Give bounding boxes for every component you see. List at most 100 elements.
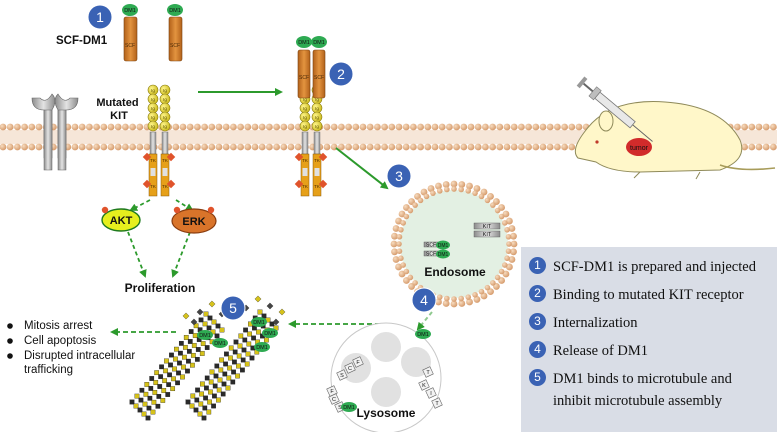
tubulin-subunit <box>148 386 154 391</box>
lipid-head <box>410 143 417 151</box>
tubulin-subunit <box>176 370 181 376</box>
lipid-head <box>392 256 400 263</box>
kit-tag: KIT <box>483 232 492 238</box>
lipid-head <box>770 123 777 131</box>
tubulin-subunit <box>150 409 156 415</box>
lipid-head <box>244 123 252 131</box>
legend-number: 3 <box>529 313 546 330</box>
lipid-head <box>273 123 280 131</box>
free-tubulin <box>190 318 198 326</box>
lipid-head <box>100 143 108 151</box>
tubulin-subunit <box>186 348 192 354</box>
lipid-head <box>400 262 406 268</box>
tubulin-subunit <box>244 361 250 367</box>
lipid-head <box>496 143 504 151</box>
ig-tag: Ig <box>151 88 155 93</box>
tk-tag: TK <box>162 184 168 189</box>
lipid-head <box>330 123 338 131</box>
lipid-head <box>734 123 741 131</box>
lipid-head <box>496 123 504 131</box>
tubulin-subunit <box>182 354 187 360</box>
tubulin-subunit <box>199 391 204 397</box>
tubulin-subunit <box>192 333 198 338</box>
lipid-head <box>395 123 403 131</box>
lipid-head <box>129 143 137 151</box>
lipid-head <box>502 262 508 268</box>
scf-dm1-free: DM1 DM1 SCF SCF <box>122 4 183 62</box>
lipid-head <box>482 123 489 131</box>
ig-tag: Ig <box>151 115 155 120</box>
lipid-head <box>510 143 518 151</box>
lipid-head <box>575 123 583 131</box>
tubulin-subunit <box>228 345 234 351</box>
lipid-head <box>100 123 108 131</box>
scf-tag: SCF <box>314 75 324 81</box>
phospho-site <box>318 152 328 162</box>
lipid-head <box>107 143 115 151</box>
phospho-site <box>166 179 176 189</box>
lipid-head <box>467 143 475 151</box>
tubulin-subunit <box>237 343 243 349</box>
lipid-head <box>345 143 352 151</box>
step-number: 4 <box>420 292 428 308</box>
tk-tag: TK <box>150 158 156 163</box>
lipid-head <box>86 123 93 131</box>
lipid-head <box>93 143 100 151</box>
lipid-head <box>431 123 439 131</box>
lipid-head <box>273 143 280 151</box>
lipid-head <box>237 143 245 151</box>
tubulin-subunit <box>257 309 263 315</box>
lipid-head <box>748 123 756 131</box>
tubulin-subunit <box>141 411 147 417</box>
effect-cell-apoptosis: Cell apoptosis <box>24 335 97 347</box>
dm1-tag: DM1 <box>438 252 449 258</box>
tubulin-subunit <box>137 407 143 413</box>
tubulin-subunit <box>200 341 206 346</box>
tubulin-subunit <box>146 405 152 411</box>
legend-text: Binding to mutated KIT receptor <box>553 287 744 303</box>
tubulin-subunit <box>211 403 216 409</box>
tubulin-subunit <box>169 352 174 358</box>
lipid-head <box>323 123 331 131</box>
step-number: 3 <box>395 168 403 184</box>
lipid-head <box>762 143 770 151</box>
tubulin-subunit <box>152 390 158 395</box>
lipid-head <box>465 188 472 194</box>
tubulin-subunit <box>129 399 135 405</box>
dm1-tag: DM1 <box>417 332 429 338</box>
tubulin-subunit <box>236 363 241 369</box>
ig-tag: Ig <box>315 106 319 111</box>
legend-number: 4 <box>529 341 546 358</box>
lipid-head <box>510 240 518 248</box>
lipid-head <box>446 123 453 131</box>
dm1-molecule <box>197 330 213 340</box>
tubulin-subunit <box>185 368 190 374</box>
lipid-head <box>554 123 561 131</box>
lipid-head <box>388 143 396 151</box>
dm1-molecule <box>212 338 228 348</box>
lipid-head <box>472 292 478 298</box>
fragment-letter: C <box>332 397 336 403</box>
lipid-head <box>427 185 435 192</box>
lipid-head <box>402 123 410 131</box>
lipid-head <box>435 298 442 306</box>
tubulin-subunit <box>172 366 177 372</box>
tubulin-subunit <box>170 386 176 392</box>
lipid-head <box>532 143 540 151</box>
lipid-head <box>506 217 513 225</box>
lipid-head <box>504 255 510 262</box>
ig-tag: Ig <box>315 115 319 120</box>
dm1-tag: DM1 <box>214 341 226 347</box>
tubulin-subunit <box>194 356 200 362</box>
lipid-head <box>398 226 404 233</box>
endosome-scf-dm1: SCF SCF DM1 DM1 <box>423 240 450 259</box>
transmembrane-segment <box>149 131 157 155</box>
lipid-head <box>0 123 7 131</box>
tubulin-subunit <box>166 382 172 388</box>
dm1-tag: DM1 <box>313 40 325 46</box>
legend-item-2: 2 Binding to mutated KIT receptor <box>529 284 773 306</box>
grey-receptor <box>31 93 79 171</box>
phospho-site <box>142 179 152 189</box>
tubulin-subunit <box>165 392 171 397</box>
